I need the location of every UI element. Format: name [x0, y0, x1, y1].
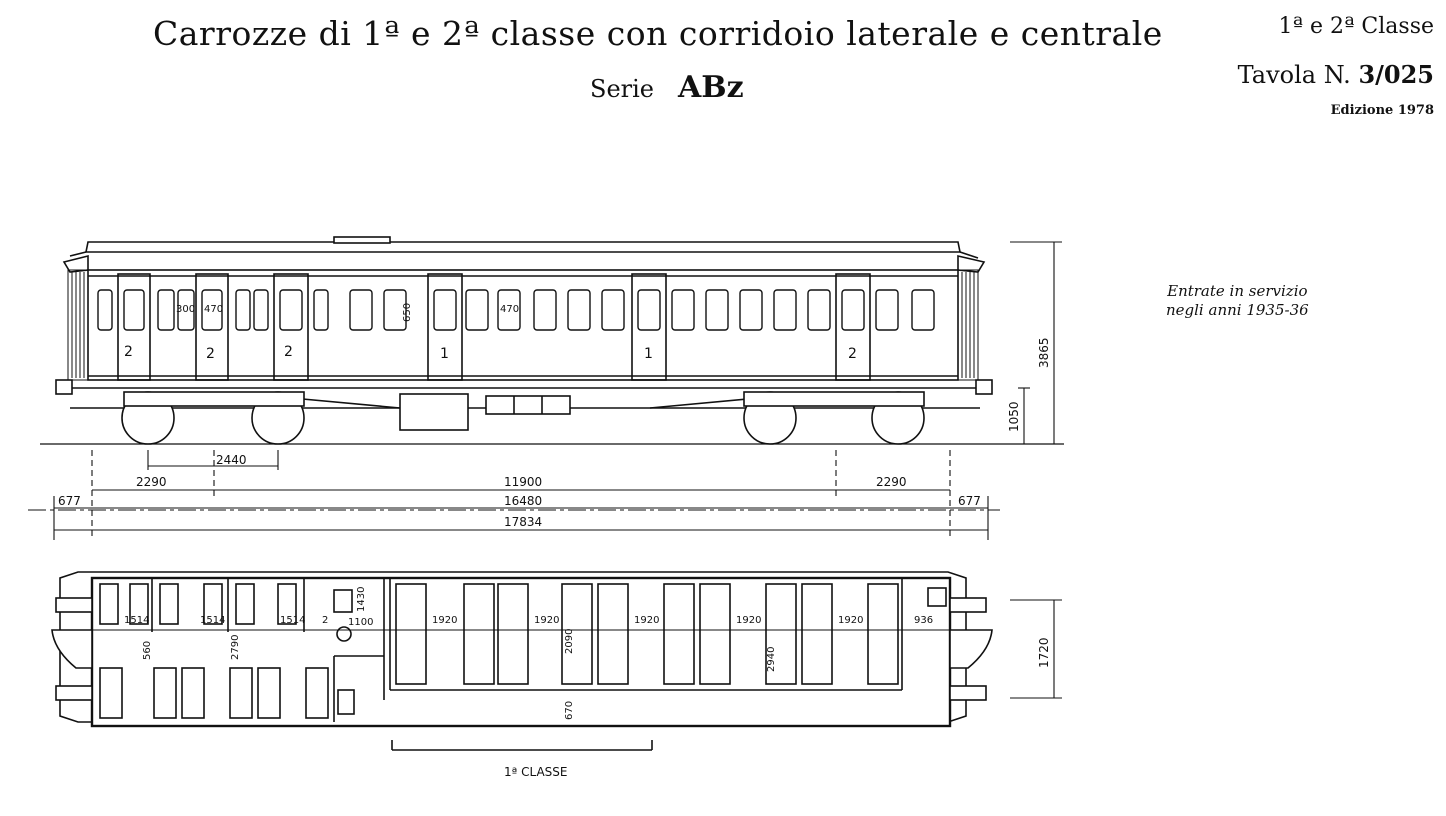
- window-dim-2: 470: [204, 304, 223, 315]
- window-dim-1: 300: [176, 304, 195, 315]
- plan-view: [51, 571, 993, 751]
- dimension-lines: [28, 241, 1062, 699]
- service-note-line1: Entrate in servizio: [1167, 282, 1308, 300]
- dim-buffer-right: 677: [958, 494, 981, 508]
- dim-body-length: 16480: [504, 494, 542, 508]
- dim-overhang-right: 2290: [876, 475, 907, 489]
- serie-label-text: Serie: [590, 75, 654, 103]
- door-number-2: 2: [206, 346, 215, 362]
- plan-dim-6: 1100: [348, 617, 373, 628]
- side-view-wheels: [121, 391, 925, 445]
- plan-dim-14: 2940: [766, 647, 777, 672]
- dim-overhang-left: 2290: [136, 475, 167, 489]
- plan-dim-8: 2790: [230, 635, 241, 660]
- serie-label: Serie ABz: [590, 70, 744, 105]
- side-view-doors: [117, 273, 871, 381]
- window-dim-4: 470: [500, 304, 519, 315]
- plan-dim-3: 1514: [280, 615, 305, 626]
- plan-dim-11: 2090: [564, 629, 575, 654]
- door-number-5: 1: [644, 346, 653, 362]
- dim-track-width: 1720: [1037, 637, 1051, 668]
- plan-dim-16: 936: [914, 615, 933, 626]
- tavola-label-text: Tavola N.: [1237, 61, 1351, 89]
- drawing-title: Carrozze di 1ª e 2ª classe con corridoio…: [153, 14, 1163, 53]
- dim-length-over-buffers: 17834: [504, 515, 542, 529]
- edition-label: Edizione 1978: [1330, 103, 1434, 118]
- serie-code: ABz: [678, 70, 744, 105]
- first-class-label: 1ª CLASSE: [504, 765, 567, 779]
- dim-buffer-left: 677: [58, 494, 81, 508]
- window-dim-3: 650: [402, 303, 413, 322]
- door-number-4: 1: [440, 346, 449, 362]
- plan-dim-17: 670: [564, 701, 575, 720]
- plan-dim-13: 1920: [736, 615, 761, 626]
- tavola-number: 3/025: [1358, 60, 1434, 89]
- dim-floor-height: 1050: [1007, 401, 1021, 432]
- dim-bogie-centers: 11900: [504, 475, 542, 489]
- plan-dim-2: 1514: [200, 615, 225, 626]
- dim-height-total: 3865: [1037, 337, 1051, 368]
- side-view-body: [62, 236, 986, 381]
- tavola-label: Tavola N. 3/025: [1238, 60, 1434, 89]
- dim-bogie-wheelbase: 2440: [216, 453, 247, 467]
- side-view-windows: [97, 289, 935, 331]
- plan-dim-10: 1920: [534, 615, 559, 626]
- plan-dim-1: 1514: [124, 615, 149, 626]
- class-label: 1ª e 2ª Classe: [1278, 14, 1434, 39]
- plan-dim-12: 1920: [634, 615, 659, 626]
- plan-dim-15: 1920: [838, 615, 863, 626]
- plan-dim-9: 1920: [432, 615, 457, 626]
- door-number-1: 2: [124, 344, 133, 360]
- door-number-6: 2: [848, 346, 857, 362]
- service-note-line2: negli anni 1935-36: [1166, 301, 1309, 319]
- plan-dim-4: 2: [322, 615, 328, 626]
- door-number-3: 2: [284, 344, 293, 360]
- service-note: Entrate in servizio negli anni 1935-36: [1166, 282, 1309, 320]
- plan-dim-5: 1430: [356, 587, 367, 612]
- side-view-underframe: [55, 379, 993, 431]
- plan-dim-7: 560: [142, 641, 153, 660]
